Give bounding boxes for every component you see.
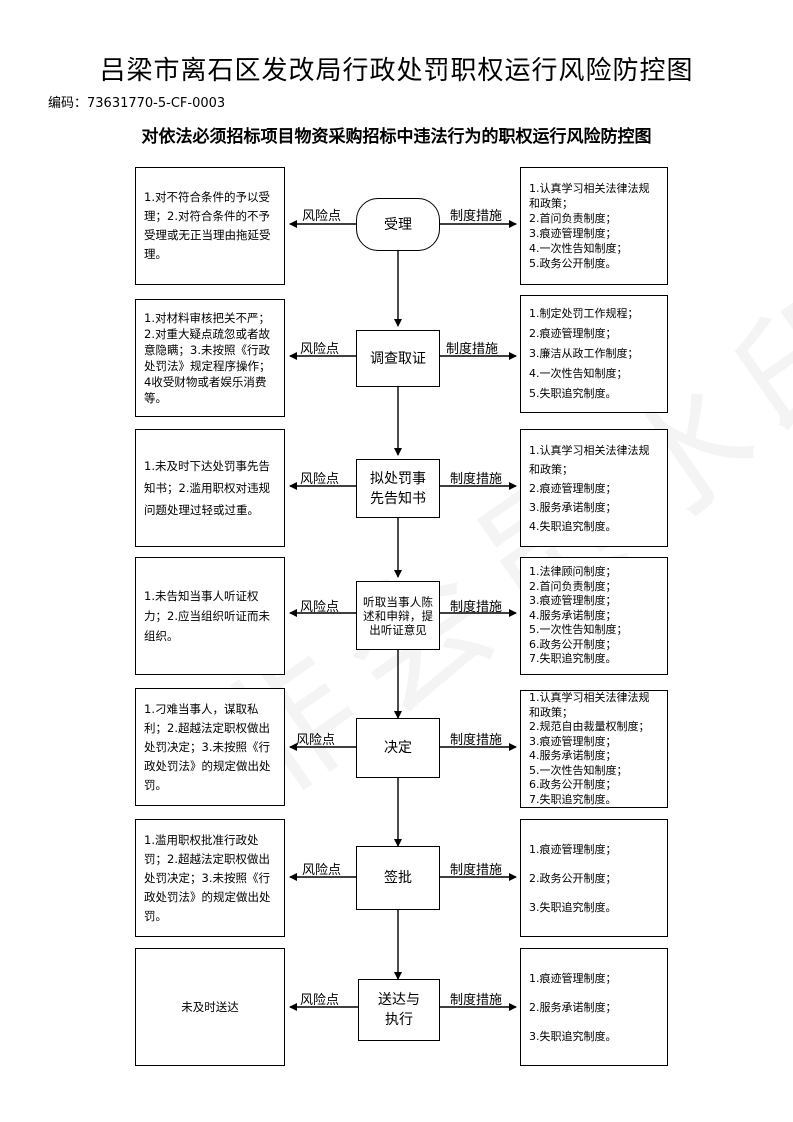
measure-box-3: 1.认真学习相关法律法规和政策； 2.痕迹管理制度； 3.服务承诺制度； 4.失… — [520, 429, 668, 547]
measure-label: 制度措施 — [450, 993, 503, 1008]
measure-label: 制度措施 — [450, 209, 503, 224]
step-3-notice: 拟处罚事先告知书 — [356, 459, 440, 518]
measure-item: 4.服务承诺制度； — [529, 608, 617, 622]
measure-label: 制度措施 — [450, 733, 503, 748]
risk-label: 风险点 — [302, 863, 342, 878]
measure-item: 3.痕迹管理制度； — [529, 227, 617, 240]
measure-item: 2.痕迹管理制度； — [529, 327, 617, 340]
measure-item: 1.法律顾问制度； — [529, 565, 617, 579]
risk-box-3: 1.未及时下达处罚事先告知书；2.滥用职权对违规问题处理过轻或过重。 — [135, 429, 285, 547]
measure-item: 5.一次性告知制度； — [529, 623, 628, 637]
measure-label: 制度措施 — [450, 600, 503, 615]
step-5-decision: 决定 — [356, 718, 440, 778]
measure-item: 7.失职追究制度。 — [529, 652, 617, 666]
measure-box-2: 1.制定处罚工作规程； 2.痕迹管理制度； 3.廉洁从政工作制度； 4.一次性告… — [520, 295, 668, 413]
measure-box-6: 1.痕迹管理制度； 2.政务公开制度； 3.失职追究制度。 — [520, 819, 668, 937]
risk-box-6: 1.滥用职权批准行政处罚；2.超越法定职权做出处罚决定；3.未按照《行政处罚法》… — [135, 819, 285, 937]
risk-label: 风险点 — [302, 209, 342, 224]
step-7-delivery: 送达与执行 — [358, 979, 440, 1041]
step-1-accept: 受理 — [356, 198, 440, 251]
risk-text: 1.未告知当事人听证权力；2.应当组织听证而未组织。 — [144, 589, 270, 643]
risk-label: 风险点 — [300, 600, 340, 615]
measure-item: 7.失职追究制度。 — [529, 792, 617, 806]
measure-item: 1.痕迹管理制度； — [529, 971, 617, 985]
measure-label: 制度措施 — [450, 472, 503, 487]
measure-list: 1.认真学习相关法律法规和政策； 2.规范自由裁量权制度； 3.痕迹管理制度； … — [529, 691, 659, 807]
measure-item: 2.首问负责制度； — [529, 579, 617, 593]
risk-label: 风险点 — [300, 993, 340, 1008]
measure-item: 1.痕迹管理制度； — [529, 842, 617, 856]
risk-text: 未及时送达 — [181, 999, 239, 1014]
risk-box-4: 1.未告知当事人听证权力；2.应当组织听证而未组织。 — [135, 557, 285, 675]
measure-item: 4.服务承诺制度； — [529, 749, 617, 762]
risk-text: 1.未及时下达处罚事先告知书；2.滥用职权对违规问题处理过轻或过重。 — [144, 459, 270, 517]
measure-item: 3.痕迹管理制度； — [529, 594, 617, 608]
risk-box-5: 1.刁难当事人，谋取私利；2.超越法定职权做出处罚决定；3.未按照《行政处罚法》… — [135, 688, 285, 806]
measure-item: 5.一次性告知制度； — [529, 763, 628, 777]
measure-item: 4.一次性告知制度； — [529, 367, 628, 380]
measure-item: 4.一次性告知制度； — [529, 242, 628, 255]
step-6-approval: 签批 — [356, 846, 440, 910]
measure-list: 1.制定处罚工作规程； 2.痕迹管理制度； 3.廉洁从政工作制度； 4.一次性告… — [529, 304, 659, 404]
risk-label: 风险点 — [300, 342, 340, 357]
risk-text: 1.滥用职权批准行政处罚；2.超越法定职权做出处罚决定；3.未按照《行政处罚法》… — [144, 832, 271, 923]
risk-label: 风险点 — [300, 472, 340, 487]
measure-box-4: 1.法律顾问制度； 2.首问负责制度； 3.痕迹管理制度； 4.服务承诺制度； … — [520, 557, 668, 675]
measure-item: 3.廉洁从政工作制度； — [529, 347, 639, 360]
measure-item: 2.首问负责制度； — [529, 212, 617, 225]
measure-item: 3.痕迹管理制度； — [529, 734, 617, 748]
risk-text-group: 1.对材料审核把关不严； 2.对重大疑点疏忽或者故意隐瞒；3.未按照《行政处罚法… — [144, 310, 276, 406]
measure-item: 3.服务承诺制度； — [529, 500, 617, 514]
risk-text: 1.对材料审核把关不严； — [144, 311, 270, 325]
measure-item: 5.失职追究制度。 — [529, 387, 617, 400]
diagram-subtitle: 对依法必须招标项目物资采购招标中违法行为的职权运行风险防控图 — [141, 127, 652, 147]
measure-item: 2.服务承诺制度； — [529, 1000, 617, 1014]
measure-item: 3.失职追究制度。 — [529, 900, 617, 914]
risk-box-1: 1.对不符合条件的予以受理；2.对符合条件的不予受理或无正当理由拖延受理。 — [135, 167, 285, 285]
measure-item: 1.认真学习相关法律法规和政策； — [529, 443, 650, 476]
document-code: 编码：73631770-5-CF-0003 — [48, 96, 226, 111]
measure-item: 1.认真学习相关法律法规和政策； — [529, 182, 650, 210]
risk-box-2: 1.对材料审核把关不严； 2.对重大疑点疏忽或者故意隐瞒；3.未按照《行政处罚法… — [135, 299, 285, 417]
risk-text: 2.对重大疑点疏忽或者故意隐瞒；3.未按照《行政处罚法》规定程序操作；4收受财物… — [144, 327, 271, 405]
step-2-investigate: 调查取证 — [356, 330, 440, 387]
step-4-hearing: 听取当事人陈述和申辩，提出听证意见 — [356, 581, 440, 650]
measure-item: 2.痕迹管理制度； — [529, 481, 617, 495]
risk-text: 1.对不符合条件的予以受理；2.对符合条件的不予受理或无正当理由拖延受理。 — [144, 190, 271, 261]
measure-label: 制度措施 — [450, 863, 503, 878]
measure-label: 制度措施 — [446, 342, 499, 357]
measure-item: 6.政务公开制度； — [529, 637, 617, 651]
measure-item: 4.失职追究制度。 — [529, 519, 617, 533]
measure-item: 2.政务公开制度； — [529, 871, 617, 885]
measure-box-7: 1.痕迹管理制度； 2.服务承诺制度； 3.失职追究制度。 — [520, 948, 668, 1066]
risk-label: 风险点 — [296, 733, 336, 748]
measure-item: 1.认真学习相关法律法规和政策； — [529, 691, 650, 719]
risk-text: 1.刁难当事人，谋取私利；2.超越法定职权做出处罚决定；3.未按照《行政处罚法》… — [144, 701, 271, 792]
measure-item: 2.规范自由裁量权制度； — [529, 720, 650, 733]
measure-item: 6.政务公开制度； — [529, 778, 617, 791]
measure-item: 3.失职追究制度。 — [529, 1029, 617, 1043]
measure-box-1: 1.认真学习相关法律法规和政策； 2.首问负责制度； 3.痕迹管理制度； 4.一… — [520, 167, 668, 285]
measure-list: 1.认真学习相关法律法规和政策； 2.痕迹管理制度； 3.服务承诺制度； 4.失… — [529, 441, 659, 536]
page-title: 吕梁市离石区发改局行政处罚职权运行风险防控图 — [99, 56, 694, 86]
measure-box-5: 1.认真学习相关法律法规和政策； 2.规范自由裁量权制度； 3.痕迹管理制度； … — [520, 690, 668, 808]
measure-list: 1.法律顾问制度； 2.首问负责制度； 3.痕迹管理制度； 4.服务承诺制度； … — [529, 565, 659, 667]
measure-item: 5.政务公开制度。 — [529, 257, 617, 270]
risk-box-7: 未及时送达 — [135, 948, 285, 1066]
measure-item: 1.制定处罚工作规程； — [529, 307, 639, 320]
